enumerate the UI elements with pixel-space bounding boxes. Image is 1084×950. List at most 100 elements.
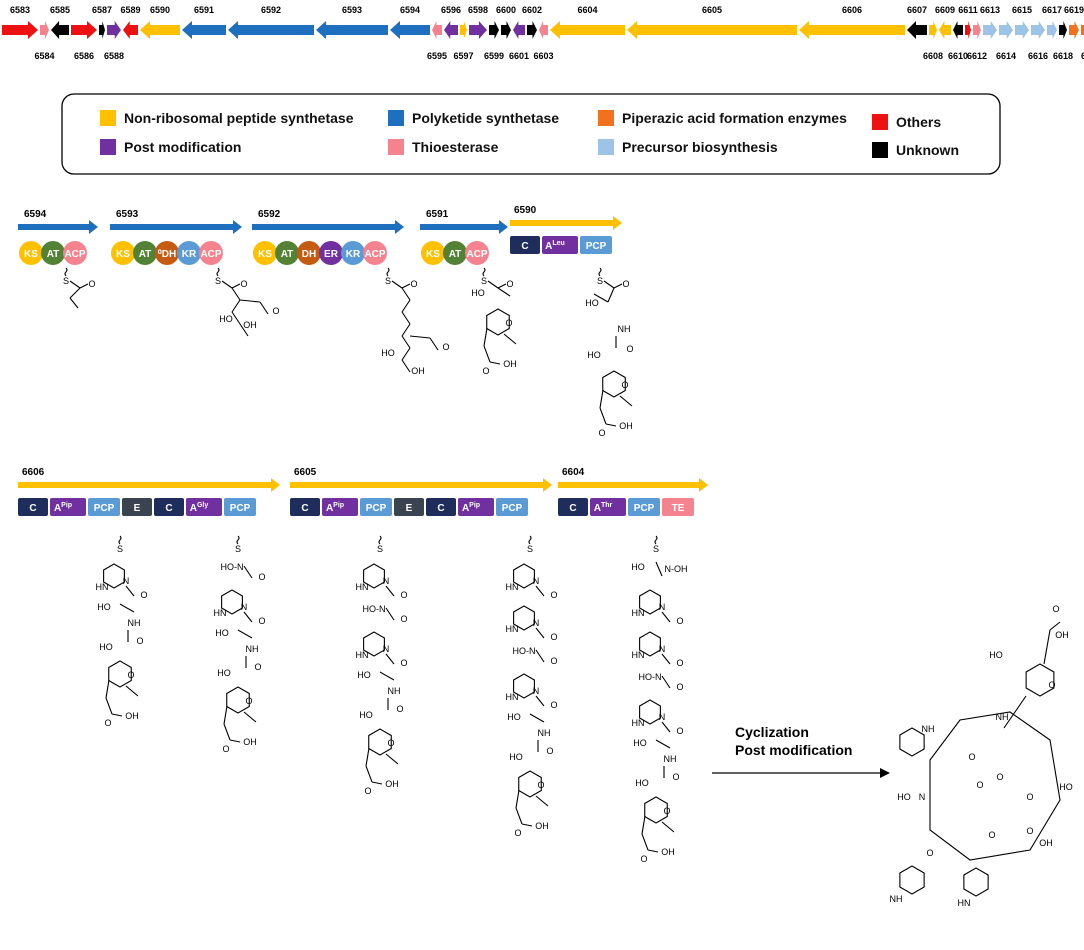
domain-6606-4 [154, 498, 184, 516]
legend-label-piperazic: Piperazic acid formation enzymes [622, 110, 847, 126]
ring [644, 796, 668, 824]
bond [605, 423, 617, 427]
legend-label-post_mod: Post modification [124, 139, 241, 155]
legend-swatch-nrps [100, 110, 116, 126]
bond [515, 807, 523, 825]
bond [1003, 695, 1027, 729]
atom-label: S [235, 544, 241, 554]
bond [655, 739, 671, 749]
bond [125, 585, 135, 597]
bond [239, 323, 249, 337]
atom-label: N [533, 576, 540, 586]
gene-label-6590: 6590 [150, 5, 170, 15]
bond [661, 653, 671, 665]
bond [237, 629, 253, 639]
atom-label: HN [356, 582, 369, 592]
ring [368, 728, 392, 756]
atom-label: OH [385, 779, 399, 789]
gene-arrow-6617 [1047, 21, 1057, 39]
atom-label: HN [958, 898, 971, 908]
atom-label: OH [125, 711, 139, 721]
domain-label-6592-KR: KR [346, 249, 361, 260]
bond [385, 753, 399, 765]
atom-label: NH [246, 644, 259, 654]
domain-6592-KR [341, 241, 365, 265]
bond [79, 283, 89, 289]
atom-label: N [123, 576, 130, 586]
atom-label: O [622, 279, 629, 289]
gene-label-6619: 6619 [1064, 5, 1084, 15]
domain-6593-KS [111, 241, 135, 265]
thioester-link [378, 535, 382, 545]
gene-label-6613: 6613 [980, 5, 1000, 15]
gene-arrow-6611 [965, 21, 971, 39]
domain-6606-5 [186, 498, 222, 516]
atom-label: HO [507, 712, 521, 722]
module-arrow-6590 [510, 216, 622, 230]
domain-label-6605-2: PCP [366, 503, 387, 514]
atom-label: NH [922, 724, 935, 734]
domain-6606-6 [224, 498, 256, 516]
gene-label-6583: 6583 [10, 5, 30, 15]
ring [639, 699, 661, 725]
domain-label-6594-AT: AT [47, 249, 60, 260]
ring [513, 605, 535, 631]
bond [243, 565, 253, 579]
module-arrow-6606 [18, 478, 280, 492]
atom-label: O [676, 658, 683, 668]
atom-label: N [659, 644, 666, 654]
legend-swatch-others [872, 114, 888, 130]
ring [226, 686, 250, 714]
ring [363, 631, 385, 657]
domain-6594-AT [41, 241, 65, 265]
gene-arrow-6587 [99, 21, 105, 39]
domain-label-6592-DH: DH [302, 249, 316, 260]
gene-arrow-6616 [1031, 21, 1045, 39]
bond [229, 739, 241, 743]
atom-label: O [387, 738, 394, 748]
atom-label: O [127, 670, 134, 680]
domain-label-6606-3: E [134, 503, 141, 514]
module-gene-6594: 6594 [24, 209, 47, 220]
domain-label-6606-2: PCP [94, 503, 115, 514]
module-arrow-6591 [420, 220, 508, 234]
gene-arrow-6612 [973, 21, 981, 39]
bond [603, 280, 615, 289]
thioester-link [236, 535, 240, 545]
atom-label: O [672, 772, 679, 782]
bond [371, 781, 383, 785]
bond [655, 561, 663, 577]
atom-label: O [640, 854, 647, 864]
bond [125, 685, 139, 697]
domain-6593-DH [155, 241, 179, 265]
atom-label: N [659, 602, 666, 612]
atom-label: O [482, 366, 489, 376]
gene-arrow-6591 [182, 21, 226, 39]
domain-6591-AT [443, 241, 467, 265]
bond [535, 695, 545, 707]
gene-arrow-6583 [2, 21, 38, 39]
gene-label-6599: 6599 [484, 51, 504, 61]
domain-6604-3 [662, 498, 694, 516]
gene-label-6598: 6598 [468, 5, 488, 15]
gene-label-6589: 6589 [120, 5, 140, 15]
ring [963, 867, 989, 897]
atom-label: N [383, 576, 390, 586]
bond [661, 821, 675, 833]
atom-label: O [550, 590, 557, 600]
bond [619, 395, 633, 407]
atom-label: S [597, 276, 603, 286]
domain-label-6593-KR: KR [182, 249, 197, 260]
gene-label-6612: 6612 [967, 51, 987, 61]
bond [243, 711, 257, 723]
module-gene-6593: 6593 [116, 209, 139, 220]
bond [401, 283, 411, 289]
atom-label: O [598, 428, 605, 438]
bond [483, 327, 488, 347]
gene-arrow-6589 [123, 21, 138, 39]
domain-6605-5 [458, 498, 494, 516]
atom-label: OH [243, 320, 257, 330]
atom-label: OH [661, 847, 675, 857]
domain-6593-KR [177, 241, 201, 265]
gene-arrow-6590 [140, 21, 180, 39]
